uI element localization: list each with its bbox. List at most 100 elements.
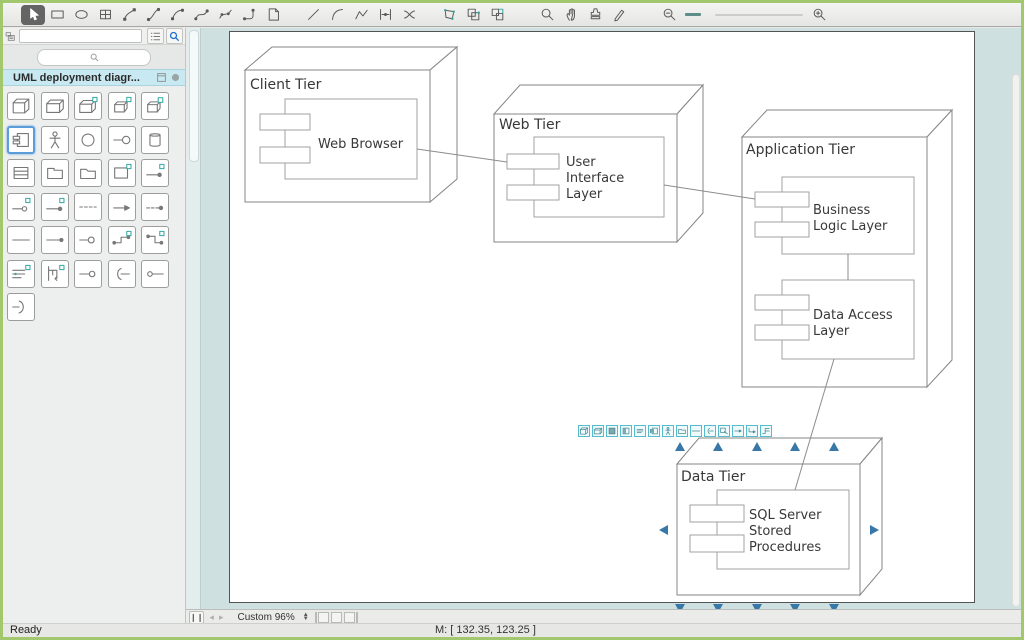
view-mode-button[interactable]: [343, 611, 355, 623]
floating-node-b-button[interactable]: [592, 425, 604, 437]
shape-multiline-m[interactable]: [7, 259, 35, 288]
shape-corner-m2[interactable]: [141, 226, 169, 254]
arc-connector-tool-button[interactable]: [165, 5, 189, 25]
shape-line-dot[interactable]: [40, 226, 69, 254]
split-tool-button[interactable]: [397, 5, 421, 25]
shape-line[interactable]: [7, 226, 35, 254]
floating-fork-button[interactable]: [704, 425, 716, 437]
drawing-page[interactable]: Client Tier Web Browser Web Tier: [229, 31, 975, 613]
shape-actor[interactable]: [40, 125, 69, 154]
connector-client-web[interactable]: [416, 148, 508, 163]
library-search-button[interactable]: [165, 28, 183, 44]
floating-box-filled-button[interactable]: [606, 425, 618, 437]
line-tool-button[interactable]: [301, 5, 325, 25]
node-data-tier[interactable]: Data Tier SQL Server Stored Procedures: [675, 436, 884, 597]
shape-node-d[interactable]: [107, 92, 136, 120]
zoom-area-tool-button[interactable]: [535, 5, 559, 25]
shape-node-b[interactable]: [40, 92, 69, 120]
text-note-tool-button[interactable]: [261, 5, 285, 25]
shape-corner-m[interactable]: [107, 226, 136, 254]
view-mode-button[interactable]: [317, 611, 329, 623]
pause-button[interactable]: ❙❙: [189, 610, 205, 624]
shape-component[interactable]: [7, 125, 35, 154]
shape-dashed-arrow-dot[interactable]: [141, 192, 169, 221]
node-web-tier[interactable]: Web Tier User Interface Layer: [492, 83, 705, 244]
floating-branch-button[interactable]: [760, 425, 772, 437]
shape-line-dot-m[interactable]: [40, 192, 69, 221]
curve-connector-tool-button[interactable]: [213, 5, 237, 25]
shape-search-input[interactable]: [37, 48, 151, 66]
palette-scrollbar[interactable]: [187, 28, 201, 609]
floating-folder-button[interactable]: [676, 425, 688, 437]
selection-handle[interactable]: [829, 442, 839, 451]
shape-folder[interactable]: [74, 159, 102, 187]
close-icon[interactable]: [170, 72, 181, 83]
bezier-connector-tool-button[interactable]: [189, 5, 213, 25]
connector-app-data[interactable]: [794, 358, 835, 491]
view-mode-button[interactable]: [330, 611, 342, 623]
shape-arc-fork[interactable]: [7, 293, 35, 321]
zoom-level-label[interactable]: Custom 96%: [237, 611, 295, 623]
floating-arrow-r-button[interactable]: [732, 425, 744, 437]
ellipse-tool-button[interactable]: [69, 5, 93, 25]
next-page-button[interactable]: ▸: [218, 611, 224, 622]
floating-hlist-button[interactable]: [634, 425, 646, 437]
shape-circle[interactable]: [74, 125, 102, 154]
shape-tree-m[interactable]: [40, 259, 69, 288]
selection-handle[interactable]: [790, 442, 800, 451]
zoom-slider[interactable]: [685, 13, 803, 16]
library-title-row[interactable]: UML deployment diagr...: [3, 69, 185, 86]
floating-box-half-button[interactable]: [620, 425, 632, 437]
group-tool-button[interactable]: [461, 5, 485, 25]
table-tool-button[interactable]: [93, 5, 117, 25]
shape-dashed-line[interactable]: [74, 192, 102, 221]
selection-handle[interactable]: [713, 442, 723, 451]
prev-page-button[interactable]: ◂: [209, 611, 214, 622]
selection-handle[interactable]: [675, 604, 685, 613]
arc-tool-button[interactable]: [325, 5, 349, 25]
pan-tool-button[interactable]: [559, 5, 583, 25]
shape-node-e[interactable]: [141, 92, 169, 120]
shape-arrow[interactable]: [107, 192, 136, 221]
smart-connector-tool-button[interactable]: [141, 5, 165, 25]
shape-class-box[interactable]: [7, 159, 35, 187]
component-sql-server-stored-procedures[interactable]: SQL Server Stored Procedures: [689, 489, 850, 570]
pen-tool-button[interactable]: [607, 5, 631, 25]
shape-note-m[interactable]: [107, 159, 136, 187]
zoom-out-button-button[interactable]: [657, 5, 681, 25]
selection-handle[interactable]: [752, 604, 762, 613]
format-painter-tool-button[interactable]: [583, 5, 607, 25]
zoom-in-button-button[interactable]: [807, 5, 831, 25]
floating-frame-button[interactable]: [718, 425, 730, 437]
connector-web-app[interactable]: [663, 184, 756, 200]
palette-scrollbar-thumb[interactable]: [189, 30, 199, 162]
component-web-browser[interactable]: Web Browser: [259, 98, 418, 180]
floating-actor-button[interactable]: [662, 425, 674, 437]
selection-handle[interactable]: [790, 604, 800, 613]
zoom-stepper[interactable]: ▲▼: [303, 612, 309, 622]
selection-handle[interactable]: [713, 604, 723, 613]
polyline-tool-button[interactable]: [349, 5, 373, 25]
component-business-logic-layer[interactable]: Business Logic Layer: [754, 176, 915, 255]
zoom-slider-track[interactable]: [715, 13, 803, 16]
round-connector-tool-button[interactable]: [237, 5, 261, 25]
shape-node-c[interactable]: [74, 92, 102, 120]
dimension-tool-button[interactable]: [373, 5, 397, 25]
shape-line-lollipop[interactable]: [74, 226, 102, 254]
floating-node-button[interactable]: [578, 425, 590, 437]
canvas-area[interactable]: Client Tier Web Browser Web Tier: [201, 28, 1021, 613]
floating-line-button[interactable]: [690, 425, 702, 437]
shape-line-circle-m[interactable]: [7, 192, 35, 221]
selection-handle[interactable]: [675, 442, 685, 451]
selection-handle[interactable]: [659, 525, 668, 535]
rectangle-tool-button[interactable]: [45, 5, 69, 25]
shape-line-circle[interactable]: [74, 259, 102, 288]
node-client-tier[interactable]: Client Tier Web Browser: [243, 45, 459, 204]
shape-node[interactable]: [7, 92, 35, 120]
shape-lollipop[interactable]: [107, 125, 136, 154]
library-filter-input[interactable]: [18, 29, 142, 43]
reshape-tool-button[interactable]: [437, 5, 461, 25]
zoom-slider-handle[interactable]: [685, 13, 701, 16]
shape-tab-rect[interactable]: [40, 159, 69, 187]
vertical-scrollbar[interactable]: [1012, 74, 1020, 607]
